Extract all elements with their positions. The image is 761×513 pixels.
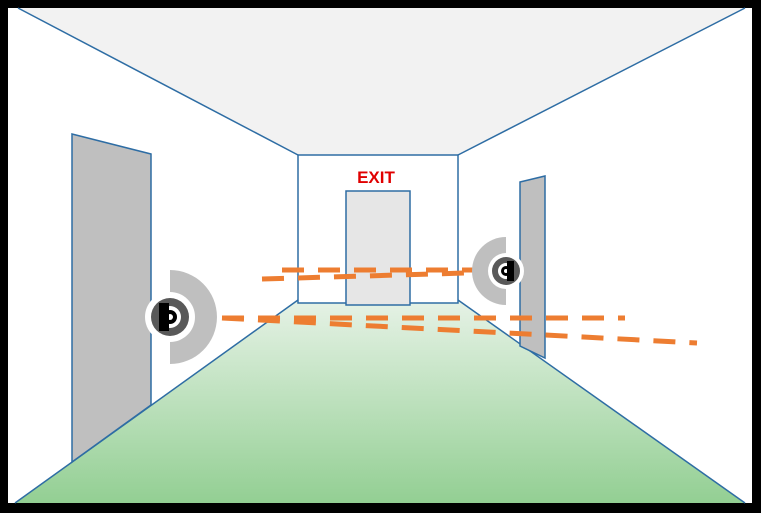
perspective-lines (14, 7, 746, 504)
left-door (71, 133, 152, 464)
motion-sensor-icon (145, 270, 217, 364)
floor (15, 300, 745, 503)
motion-sensor-icon (472, 237, 524, 305)
exit-sign: EXIT (357, 168, 395, 187)
laser-beam-upper-b (261, 269, 501, 282)
ceiling (18, 8, 745, 155)
laser-beam-lower-b (221, 315, 698, 346)
laser-beams (221, 267, 698, 346)
right-door (519, 175, 546, 360)
exit-door (345, 190, 411, 306)
